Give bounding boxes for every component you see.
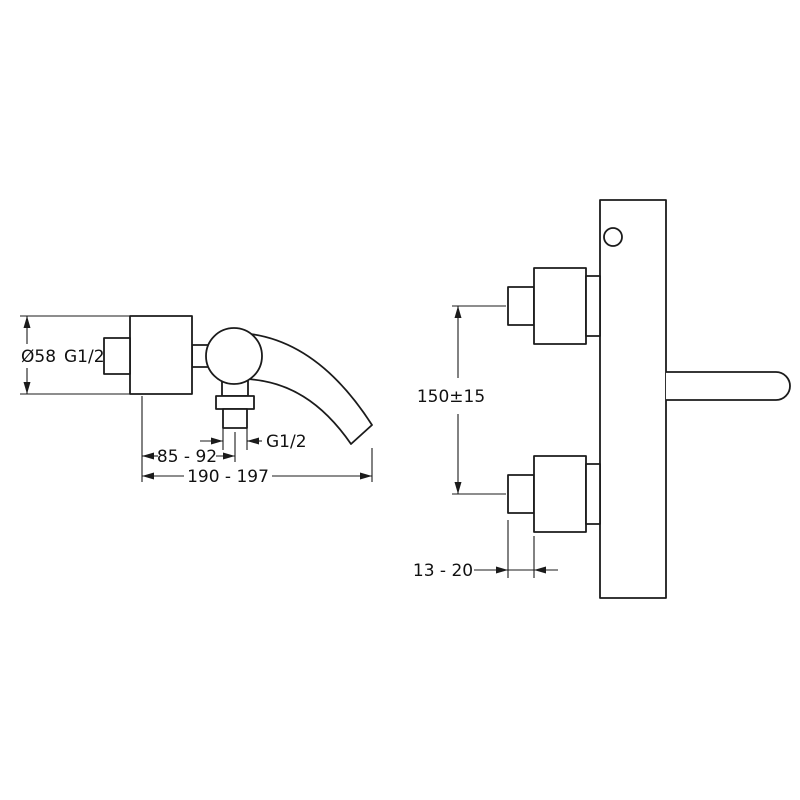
top-handle-knob [533,267,587,345]
outlet-nut [215,395,255,410]
dimension-body-diameter [20,315,130,395]
label-depth-range: 13 - 20 [413,561,473,581]
mixer-body-side [129,315,193,395]
bottom-handle-stem [507,474,535,514]
dimension-spout-offset [141,396,236,482]
bottom-handle [507,455,601,533]
diverter-button [603,227,623,247]
control-knob [205,327,263,385]
dimension-outlet-thread [200,428,262,450]
label-spout-reach: 190 - 197 [187,467,269,487]
spout-front [666,371,791,401]
label-body-diameter: Ø58 [21,347,56,367]
label-center-distance: 150±15 [417,387,485,407]
bath-spout [239,332,373,445]
wall-inlet-nipple [103,337,131,375]
top-handle-stem [507,286,535,326]
top-handle-collar [585,275,601,337]
top-handle [507,267,601,345]
bottom-handle-knob [533,455,587,533]
handshower-outlet [215,379,255,429]
dimension-center-distance [452,305,506,495]
front-view: 150±15 13 - 20 [413,199,791,599]
dimension-depth-range [474,520,558,578]
dimension-spout-reach [142,448,373,482]
bottom-handle-collar [585,463,601,525]
label-outlet-thread: G1/2 [266,432,307,452]
outlet-nipple [222,408,248,429]
label-spout-offset: 85 - 92 [157,447,217,467]
label-inlet-thread: G1/2 [64,347,105,367]
side-view: Ø58 G1/2 G1/2 85 - 92 190 - 197 [20,315,373,487]
mixer-body-front [599,199,667,599]
